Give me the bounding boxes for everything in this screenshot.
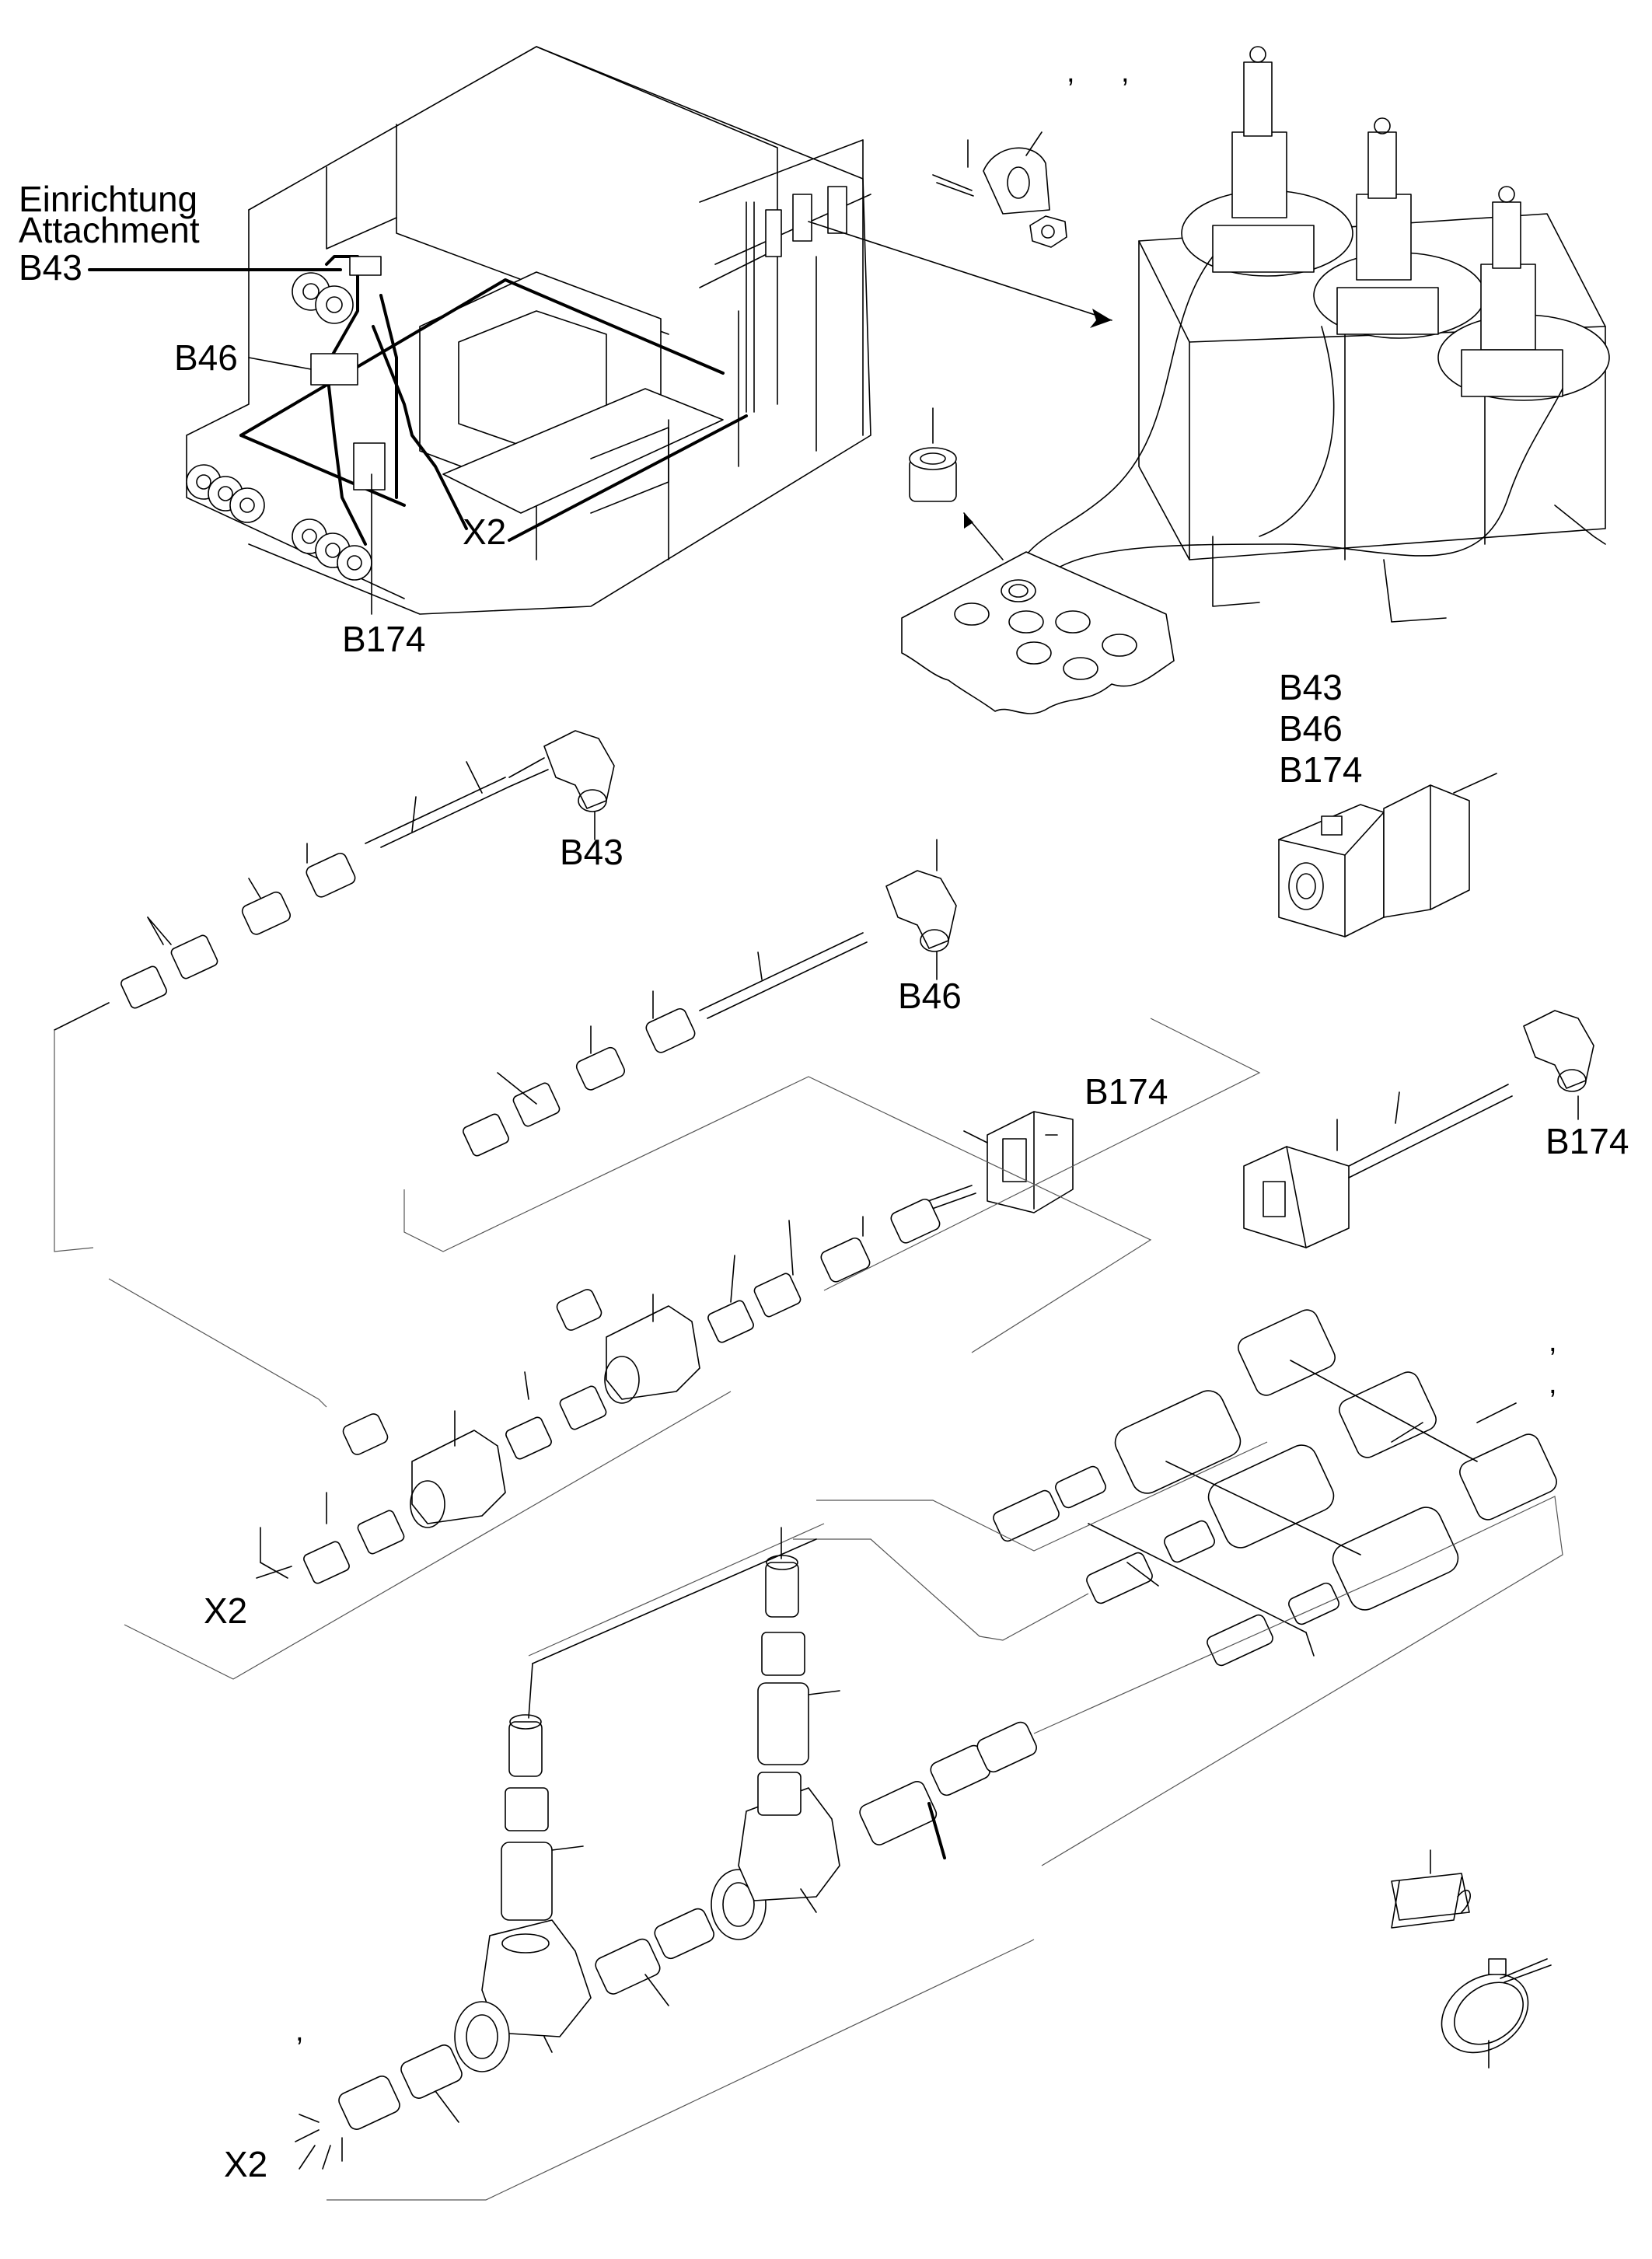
label-sensor-b43: B43 (1279, 667, 1343, 707)
machine-overview (88, 46, 1112, 615)
label-cable-b46: B46 (898, 976, 962, 1016)
fitting (463, 1007, 696, 1157)
label-bottom-x2: X2 (224, 2144, 267, 2184)
label-comma-top-1: , (1067, 56, 1075, 89)
t-assembly-enlarged (295, 1527, 1037, 2201)
label-comma-bottom: , (295, 2015, 304, 2048)
label-sensor-b46: B46 (1279, 708, 1343, 749)
label-comma-right-2: , (1549, 1367, 1557, 1400)
label-cable-b43: B43 (560, 832, 623, 872)
label-top-b174: B174 (342, 619, 425, 659)
fittings-enlarged (528, 1309, 1563, 1866)
label-comma-right-1: , (1549, 1325, 1557, 1358)
cable-b174-right (1243, 1010, 1594, 1248)
label-top-x2: X2 (463, 512, 506, 552)
labels: Einrichtung Attachment B43 B46 X2 B174 B… (19, 56, 1629, 2184)
label-attachment-en: Attachment (19, 210, 200, 250)
label-comma-top-2: , (1121, 56, 1130, 89)
label-sensor-b174: B174 (1279, 749, 1362, 790)
label-top-b46: B46 (174, 337, 238, 378)
cable-harness-upper (54, 730, 1261, 1680)
label-plug-b174: B174 (1084, 1071, 1168, 1112)
cable-tie (1391, 1849, 1552, 2069)
label-attachment-de: Einrichtung (19, 179, 197, 219)
fitting (120, 852, 356, 1009)
label-top-b43: B43 (19, 247, 82, 288)
hydraulic-unit (901, 46, 1610, 714)
fitting (303, 1385, 607, 1584)
fitting (707, 1198, 941, 1343)
sensor-detail (1278, 773, 1497, 937)
label-mid-x2: X2 (204, 1590, 247, 1631)
label-cable-b174: B174 (1545, 1121, 1629, 1161)
